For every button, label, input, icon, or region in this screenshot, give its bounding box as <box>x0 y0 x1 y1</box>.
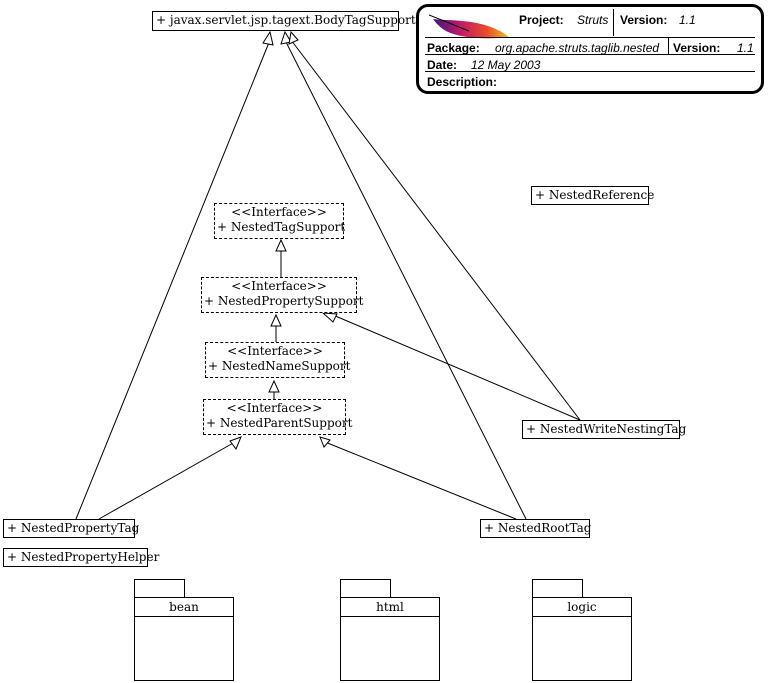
arrowhead-bodytag-3 <box>288 30 299 45</box>
class-nested-root-tag[interactable]: + NestedRootTag <box>480 519 591 538</box>
date-label: Date: <box>427 58 458 72</box>
package-tab-html <box>340 579 391 598</box>
edge-propertytag-parentsupport <box>98 441 236 520</box>
arrowhead-parentsupport-1 <box>229 436 242 450</box>
stereotype-label: <<Interface>> <box>227 344 323 358</box>
divider <box>425 54 755 55</box>
project-label: Project: <box>519 13 564 27</box>
interface-nested-tag-support[interactable]: <<Interface>> + NestedTagSupport <box>214 203 346 239</box>
edge-roottag-bodytag <box>284 39 527 520</box>
arrowhead-namesupport <box>268 379 280 393</box>
apache-feather-icon <box>429 14 509 39</box>
divider <box>668 38 669 54</box>
stereotype-label: <<Interface>> <box>226 401 323 415</box>
class-nested-reference[interactable]: + NestedReference <box>531 186 654 205</box>
package-version-label: Version: <box>673 41 721 55</box>
package-label: logic <box>533 598 631 617</box>
arrowhead-propsupport-2 <box>321 312 338 323</box>
edge-roottag-parentsupport <box>324 441 517 520</box>
project-value: Struts <box>577 13 609 27</box>
interface-nested-parent-support[interactable]: <<Interface>> + NestedParentSupport <box>203 399 353 435</box>
date-value: 12 May 2003 <box>471 58 541 72</box>
package-html[interactable]: html <box>340 597 440 681</box>
interface-name: + NestedPropertySupport <box>204 294 364 308</box>
divider <box>613 9 614 36</box>
class-body-tag-support[interactable]: + javax.servlet.jsp.tagext.BodyTagSuppor… <box>152 11 416 31</box>
class-nested-property-helper[interactable]: + NestedPropertyHelper <box>3 548 159 567</box>
interface-name: + NestedParentSupport <box>206 416 353 430</box>
edge-writenesting-propsupport <box>332 314 581 421</box>
arrowhead-parentsupport-2 <box>319 436 331 448</box>
edge-writenesting-bodytag <box>290 39 581 421</box>
package-label: html <box>341 598 439 617</box>
version-label: Version: <box>620 13 668 27</box>
edge-propertytag-bodytag <box>75 39 271 520</box>
arrowhead-propsupport-1 <box>270 313 282 327</box>
package-version-value: 1.1 <box>737 41 754 55</box>
interface-name: + NestedNameSupport <box>208 359 351 373</box>
class-nested-write-nesting-tag[interactable]: + NestedWriteNestingTag <box>522 420 686 439</box>
package-label: bean <box>135 598 233 617</box>
interface-name: + NestedTagSupport <box>217 220 346 234</box>
class-nested-property-tag[interactable]: + NestedPropertyTag <box>3 519 139 538</box>
stereotype-label: <<Interface>> <box>231 279 327 293</box>
description-label: Description: <box>427 75 498 89</box>
divider <box>425 37 755 38</box>
version-value: 1.1 <box>679 13 696 27</box>
package-logic[interactable]: logic <box>532 597 632 681</box>
interface-nested-name-support[interactable]: <<Interface>> + NestedNameSupport <box>205 342 351 378</box>
package-tab-logic <box>532 579 583 598</box>
package-bean[interactable]: bean <box>134 597 234 681</box>
arrowhead-bodytag-1 <box>262 30 274 46</box>
divider <box>425 71 755 72</box>
package-label: Package: <box>427 41 480 55</box>
interface-nested-property-support[interactable]: <<Interface>> + NestedPropertySupport <box>201 277 364 313</box>
project-info-panel: Project: Struts Version: 1.1 Package: or… <box>416 4 764 94</box>
package-value: org.apache.struts.taglib.nested <box>495 41 660 55</box>
arrowhead-tagsupport <box>275 238 287 252</box>
stereotype-label: <<Interface>> <box>231 205 327 219</box>
arrowhead-bodytag-2 <box>280 30 292 45</box>
package-tab-bean <box>134 579 185 598</box>
